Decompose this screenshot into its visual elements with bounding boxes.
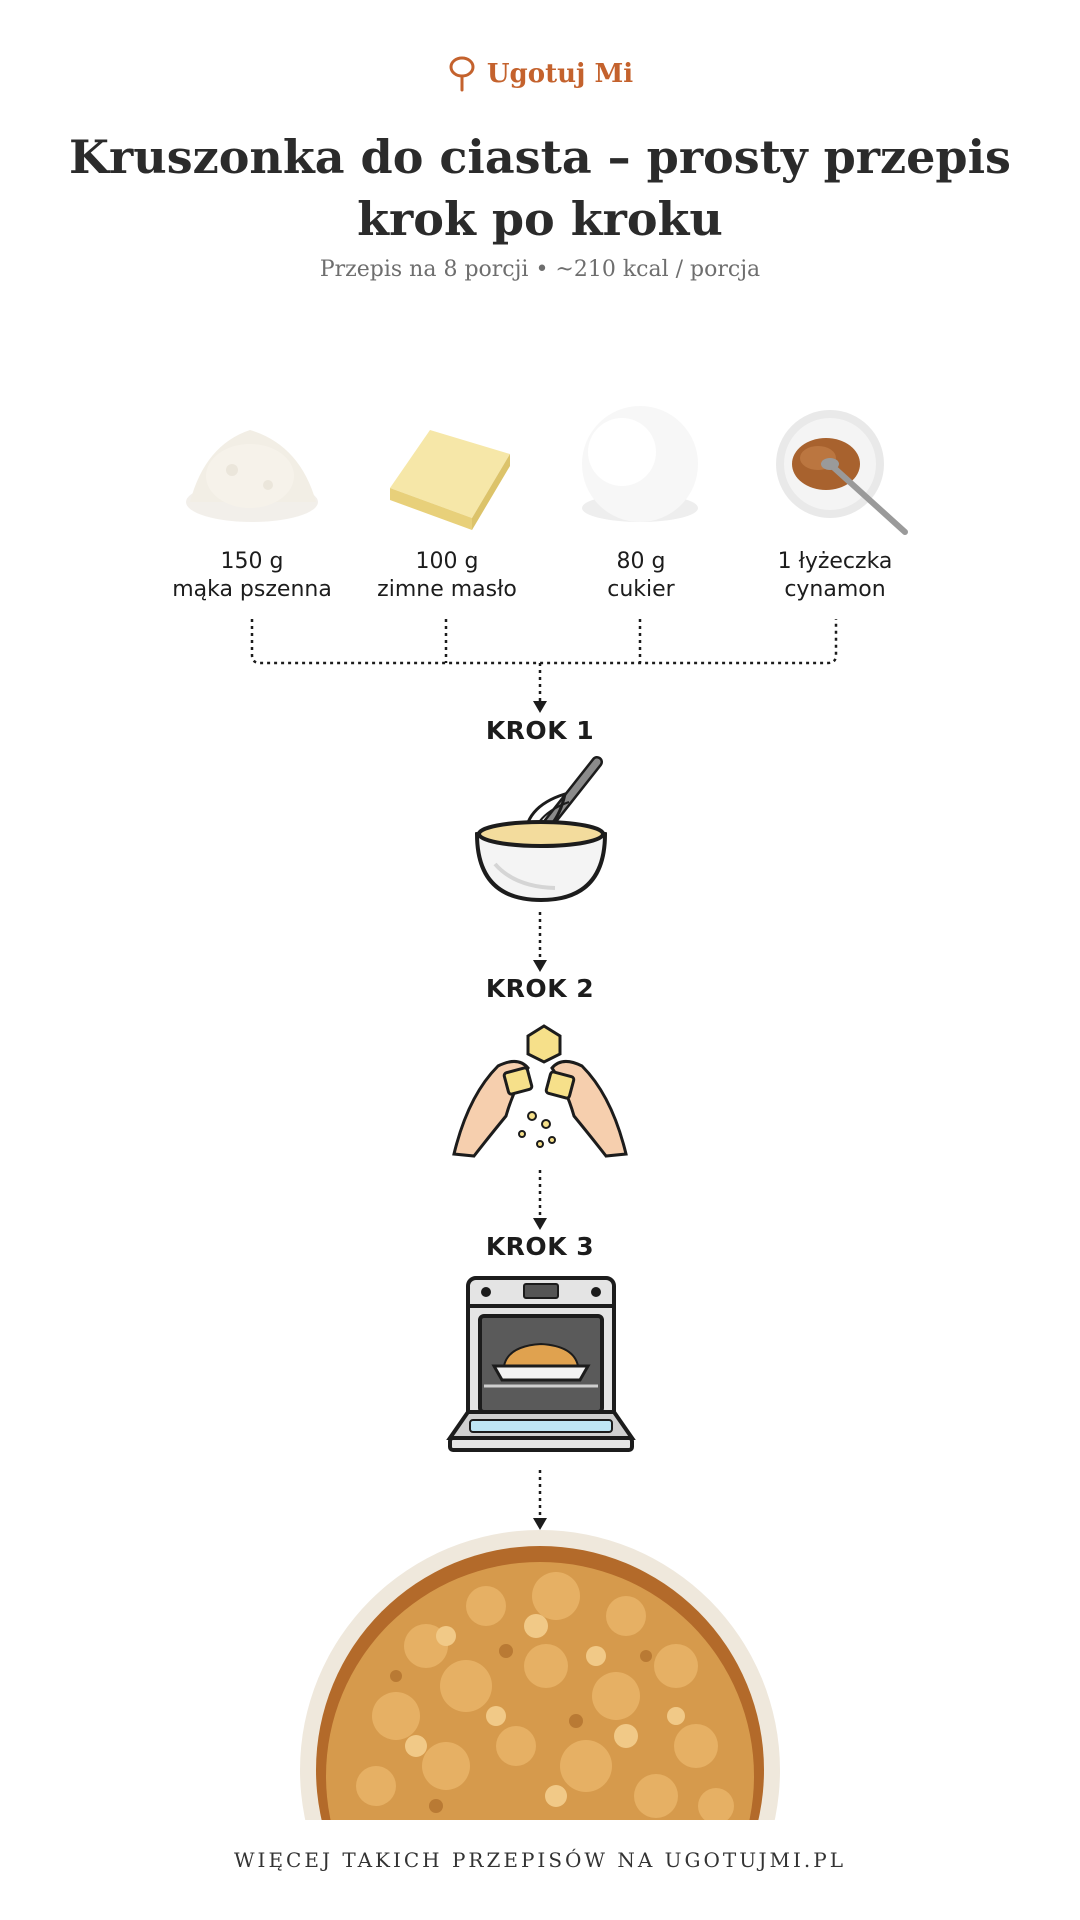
whisk-bowl-icon — [474, 756, 608, 902]
ingredient-amount: 150 g — [220, 549, 284, 574]
step-connector-3 — [533, 1470, 547, 1530]
butter-block-icon — [390, 430, 510, 530]
step-2-label: KROK 2 — [485, 974, 595, 1003]
brand-logo[interactable]: Ugotuj Mi — [0, 56, 1080, 92]
ingredients-connector — [250, 619, 838, 713]
sugar-pile-icon — [582, 406, 698, 522]
oven-icon — [446, 1276, 636, 1452]
step-1-label: KROK 1 — [485, 716, 595, 745]
cinnamon-bowl-icon — [776, 410, 908, 535]
arrow-down-icon — [533, 1218, 547, 1230]
ingredient-name: cynamon — [784, 577, 886, 602]
page-title: Kruszonka do ciasta – prosty przepis kro… — [69, 130, 1011, 246]
arrow-down-icon — [533, 701, 547, 713]
arrow-down-icon — [533, 960, 547, 972]
hands-crumbling-butter-icon — [452, 1024, 628, 1158]
ingredient-sugar: 80 g cukier — [541, 548, 741, 604]
ingredient-name: zimne masło — [377, 577, 517, 602]
ingredient-amount: 1 łyżeczka — [777, 549, 893, 574]
ingredient-butter: 100 g zimne masło — [347, 548, 547, 604]
step-3-label: KROK 3 — [485, 1232, 595, 1261]
ingredient-amount: 80 g — [616, 549, 666, 574]
ingredient-flour: 150 g mąka pszenna — [152, 548, 352, 604]
ingredient-name: cukier — [607, 577, 675, 602]
crumble-dish-icon — [300, 1530, 780, 1820]
step-connector-1 — [533, 912, 547, 972]
ingredient-name: mąka pszenna — [172, 577, 332, 602]
spoon-logo-icon — [449, 56, 475, 92]
recipe-meta: Przepis na 8 porcji • ~210 kcal / porcja — [319, 257, 761, 282]
ingredients-illustrations — [186, 406, 908, 535]
arrow-down-icon — [533, 1518, 547, 1530]
brand-name: Ugotuj Mi — [486, 59, 634, 89]
footer-link[interactable]: WIĘCEJ TAKICH PRZEPISÓW NA UGOTUJMI.PL — [233, 1848, 847, 1872]
flour-pile-icon — [186, 430, 318, 522]
step-connector-2 — [533, 1170, 547, 1230]
ingredient-amount: 100 g — [415, 549, 479, 574]
ingredient-cinnamon: 1 łyżeczka cynamon — [735, 548, 935, 604]
